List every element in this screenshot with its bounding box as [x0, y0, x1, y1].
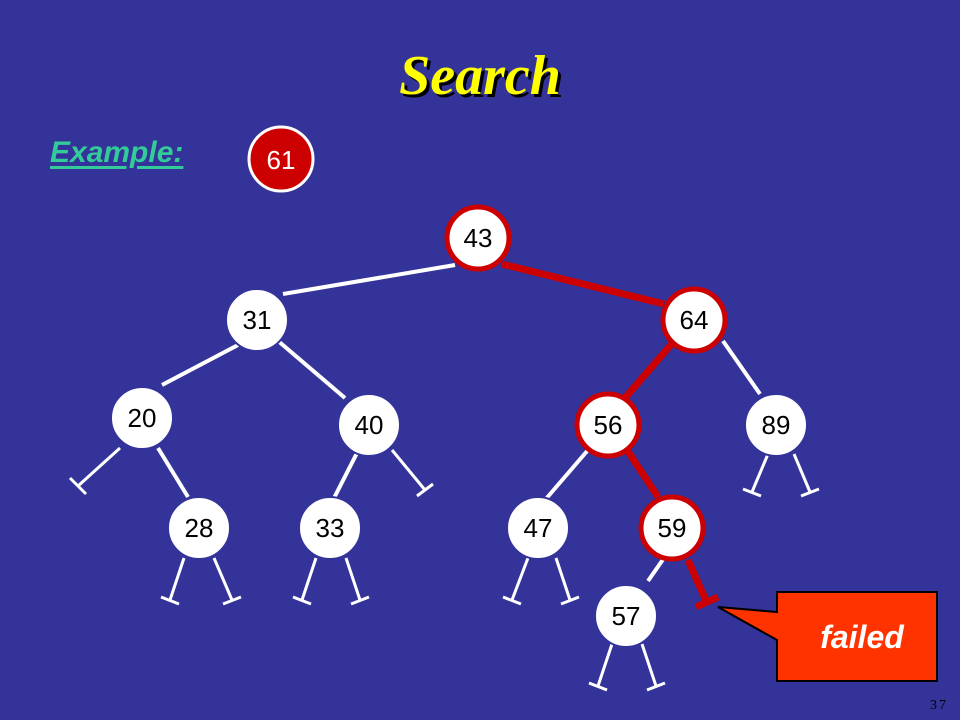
node-label: 89 [762, 410, 791, 440]
null-33-left [292, 557, 318, 606]
null-40-right [390, 449, 434, 498]
null-47-left [502, 557, 530, 606]
tree-node-89: 89 [744, 393, 808, 457]
node-label: 43 [464, 223, 493, 253]
tree-node-56: 56 [574, 391, 642, 459]
null-33-right [344, 557, 370, 606]
tree-node-20: 20 [110, 386, 174, 450]
null-28-right [212, 557, 242, 606]
edge-20-28 [156, 446, 190, 499]
node-label: 59 [658, 513, 687, 543]
null-57-right [640, 643, 666, 692]
example-label: Example: [50, 136, 184, 169]
failed-callout: failed [717, 591, 938, 682]
tree-node-40: 40 [337, 393, 401, 457]
page-number: 37 [930, 698, 948, 713]
null-28-left [160, 557, 186, 606]
node-label: 33 [316, 513, 345, 543]
null-89-right [792, 453, 820, 498]
tree-node-28: 28 [167, 496, 231, 560]
slide-title: Search [399, 45, 561, 107]
node-label: 47 [524, 513, 553, 543]
tree-node-57: 57 [594, 584, 658, 648]
search-key-label: 61 [267, 145, 296, 175]
node-label: 31 [243, 305, 272, 335]
tree-node-47: 47 [506, 496, 570, 560]
search-key: 61 [247, 125, 315, 193]
path-edge-64-56 [622, 337, 678, 401]
node-label: 28 [185, 513, 214, 543]
tree-node-64: 64 [660, 286, 728, 354]
tree-node-31: 31 [225, 288, 289, 352]
tree-edges [156, 263, 762, 583]
null-20-left [68, 446, 122, 496]
node-label: 20 [128, 403, 157, 433]
path-null-terminator [694, 593, 720, 611]
node-label: 56 [594, 410, 623, 440]
edge-31-20 [161, 343, 239, 387]
search-path-edges [501, 260, 720, 611]
path-edge-43-64 [501, 260, 665, 308]
edge-56-47 [543, 448, 590, 502]
edge-43-31 [282, 263, 456, 296]
path-edge-59-null [684, 558, 711, 605]
node-label: 40 [355, 410, 384, 440]
node-label: 64 [680, 305, 709, 335]
node-label: 57 [612, 601, 641, 631]
edge-64-89 [721, 339, 762, 396]
edge-59-57 [646, 556, 666, 583]
tree-node-33: 33 [298, 496, 362, 560]
null-pointers [68, 446, 820, 692]
path-edge-56-59 [624, 448, 661, 499]
edge-40-33 [330, 450, 360, 503]
null-57-left [588, 643, 614, 692]
null-89-left [742, 453, 770, 498]
null-47-right [554, 557, 580, 606]
edge-31-40 [275, 338, 347, 400]
tree-node-43: 43 [444, 204, 512, 272]
tree-node-59: 59 [638, 494, 706, 562]
failed-label: failed [820, 619, 905, 655]
